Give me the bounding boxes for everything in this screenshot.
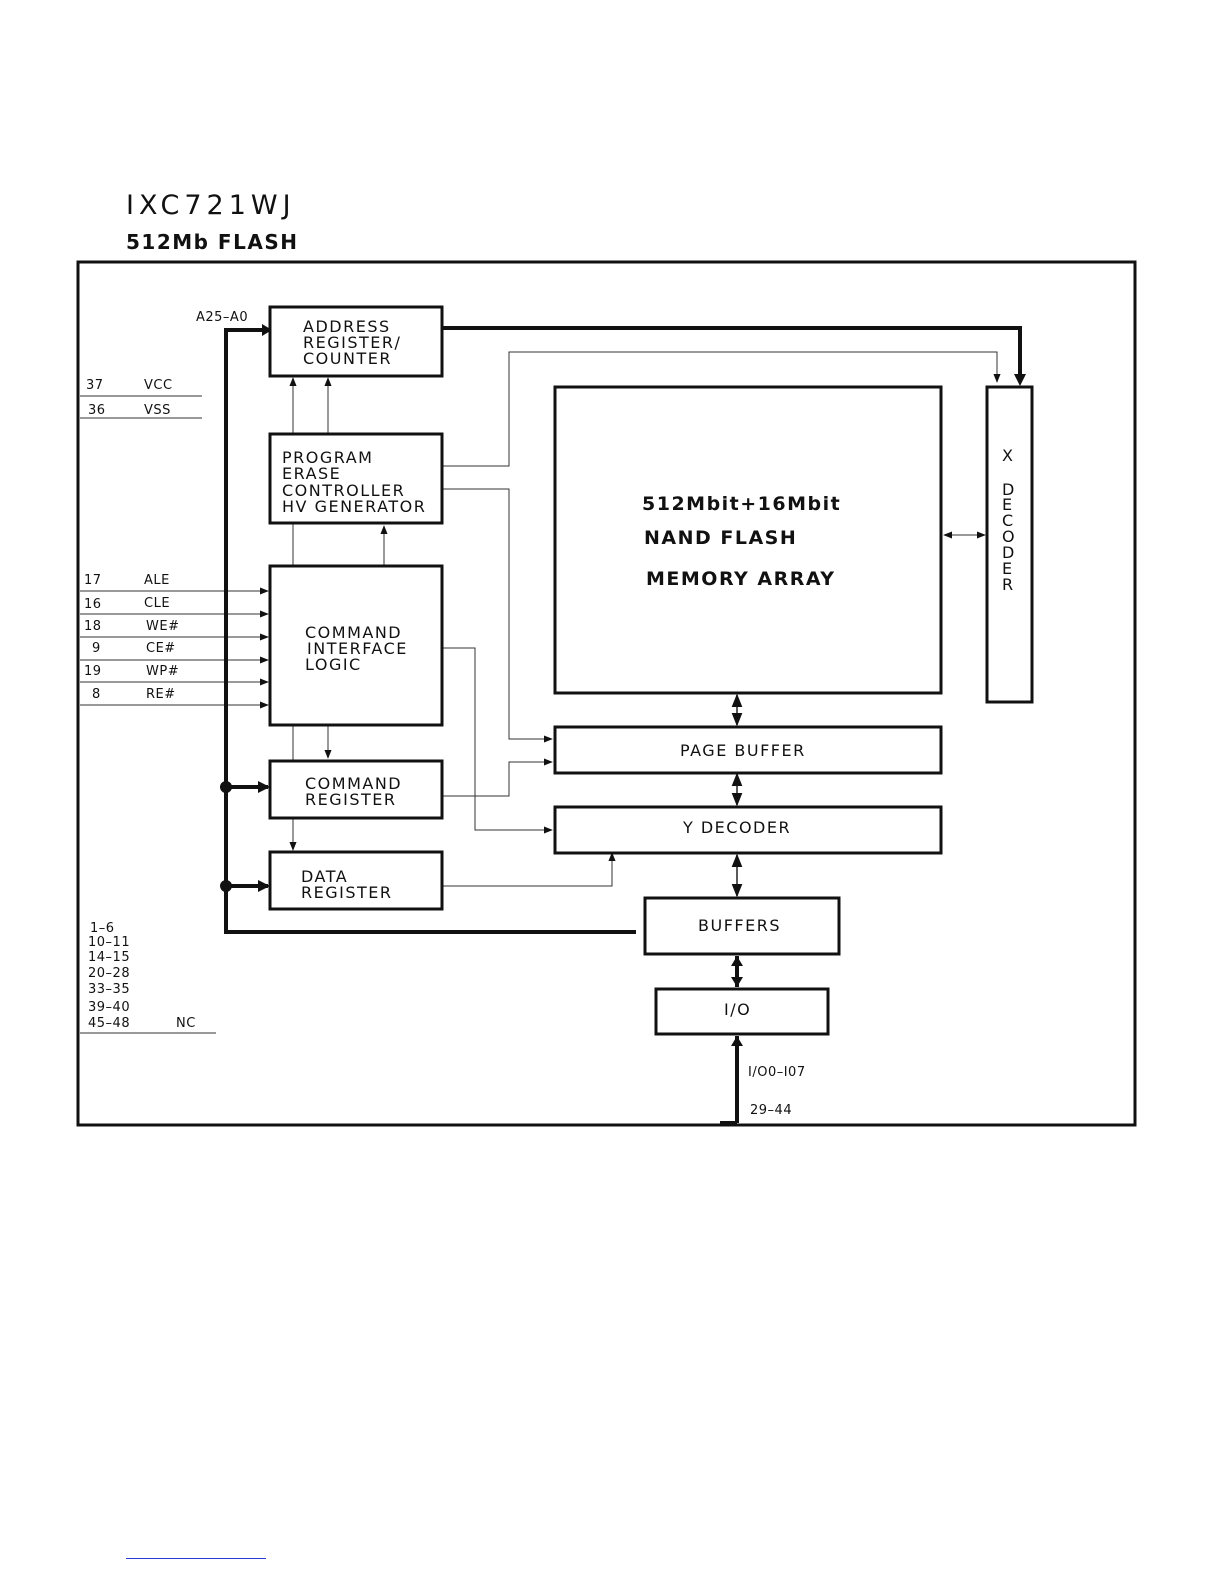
- x-decoder-letter: O: [1002, 527, 1016, 546]
- ce-pin-number: 9: [92, 641, 101, 656]
- io-label: I/O: [724, 1000, 751, 1019]
- bus-arrow: [731, 1036, 743, 1046]
- nc-label: NC: [176, 1016, 196, 1031]
- command-register-label: REGISTER: [305, 790, 397, 809]
- ce-pin-name: CE#: [146, 641, 176, 656]
- address-to-x-decoder-bus: [442, 326, 1022, 378]
- x-decoder-letter: D: [1002, 480, 1016, 499]
- io-block: I/O: [654, 987, 830, 1036]
- buffers-label: BUFFERS: [698, 916, 781, 935]
- bus-arrow: [262, 324, 272, 336]
- bus-arrow: [731, 956, 743, 966]
- re-pin-number: 8: [92, 687, 101, 702]
- x-decoder-letter: E: [1002, 495, 1014, 514]
- ale-pin-number: 17: [84, 573, 102, 588]
- command-register-label: COMMAND: [305, 774, 402, 793]
- program-controller-label: PROGRAM: [282, 448, 373, 467]
- nc-pins-range: 10–11: [88, 935, 130, 950]
- data-register-label: DATA: [301, 867, 348, 886]
- memory-array-label: 512Mbit+16Mbit: [642, 493, 841, 515]
- bus-junction-dot: [220, 781, 232, 793]
- data-register-block: DATA REGISTER: [268, 850, 444, 911]
- x-decoder-letter: E: [1002, 559, 1014, 578]
- memory-array-block: 512Mbit+16Mbit NAND FLASH MEMORY ARRAY: [553, 385, 943, 695]
- bus-arrow: [1014, 374, 1026, 386]
- bus-arrow: [258, 880, 270, 892]
- command-register-block: COMMAND REGISTER: [268, 759, 444, 820]
- memory-array-label: NAND FLASH: [644, 527, 797, 549]
- vss-pin-number: 36: [88, 403, 106, 418]
- y-decoder-label: Y DECODER: [682, 818, 791, 837]
- we-pin-name: WE#: [146, 619, 179, 634]
- address-register-label: ADDRESS: [303, 317, 391, 336]
- nc-pins-range: 14–15: [88, 950, 130, 965]
- address-register-block: ADDRESS REGISTER/ COUNTER: [268, 305, 444, 378]
- x-decoder-letter: X: [1002, 446, 1014, 465]
- program-controller-label: ERASE: [282, 464, 341, 483]
- page-buffer-block: PAGE BUFFER: [553, 725, 943, 775]
- io-pins-label: I/O0–I07: [748, 1065, 806, 1080]
- x-decoder-letter: R: [1002, 575, 1015, 594]
- we-pin-number: 18: [84, 619, 102, 634]
- nc-pins-range: 33–35: [88, 982, 130, 997]
- program-controller-label: CONTROLLER: [282, 481, 405, 500]
- command-interface-logic-block: COMMAND INTERFACE LOGIC: [268, 564, 444, 727]
- re-pin-name: RE#: [146, 687, 176, 702]
- ale-pin-name: ALE: [144, 573, 170, 588]
- command-interface-label: INTERFACE: [307, 639, 408, 658]
- program-erase-controller-block: PROGRAM ERASE CONTROLLER HV GENERATOR: [268, 432, 444, 525]
- wp-pin-name: WP#: [146, 664, 179, 679]
- diagram-subtitle: 512Mb FLASH: [126, 230, 299, 254]
- buffers-block: BUFFERS: [643, 896, 841, 956]
- bus-arrow: [731, 977, 743, 987]
- data-register-to-y-decoder-line: [442, 852, 616, 887]
- vss-pin-name: VSS: [144, 403, 171, 418]
- nc-pins-range: 39–40: [88, 1000, 130, 1015]
- io-pin-numbers: 29–44: [750, 1103, 792, 1118]
- address-register-label: REGISTER/: [303, 333, 401, 352]
- vcc-pin-name: VCC: [144, 378, 173, 393]
- footer-divider: [126, 1558, 266, 1559]
- bus-arrow: [258, 781, 270, 793]
- nc-pins-range: 1–6: [90, 921, 115, 936]
- program-to-page-buffer-line: [442, 488, 553, 743]
- outer-frame: [76, 260, 1137, 1127]
- address-register-label: COUNTER: [303, 349, 392, 368]
- nc-pins-range: 20–28: [88, 966, 130, 981]
- address-data-bus: [224, 328, 636, 934]
- program-controller-label: HV GENERATOR: [282, 497, 426, 516]
- x-decoder-block: X D E C O D E R: [985, 385, 1034, 704]
- command-interface-label: LOGIC: [305, 655, 362, 674]
- x-decoder-letter: C: [1002, 511, 1015, 530]
- x-decoder-letter: D: [1002, 543, 1016, 562]
- command-interface-label: COMMAND: [305, 623, 402, 642]
- cmd-register-to-page-buffer-line: [442, 758, 553, 797]
- nc-pins-range: 45–48: [88, 1016, 130, 1031]
- memory-array-label: MEMORY ARRAY: [646, 568, 836, 590]
- program-to-x-decoder-line: [442, 351, 1001, 467]
- diagram-title: IXC721WJ: [126, 190, 296, 221]
- y-decoder-block: Y DECODER: [553, 805, 943, 855]
- wp-pin-number: 19: [84, 664, 102, 679]
- address-bus-label: A25–A0: [196, 310, 248, 325]
- ci-to-y-decoder-line: [442, 647, 553, 834]
- cle-pin-name: CLE: [144, 596, 170, 611]
- vcc-pin-number: 37: [86, 378, 104, 393]
- bus-junction-dot: [220, 880, 232, 892]
- page-buffer-label: PAGE BUFFER: [680, 741, 806, 760]
- cle-pin-number: 16: [84, 597, 102, 612]
- data-register-label: REGISTER: [301, 883, 393, 902]
